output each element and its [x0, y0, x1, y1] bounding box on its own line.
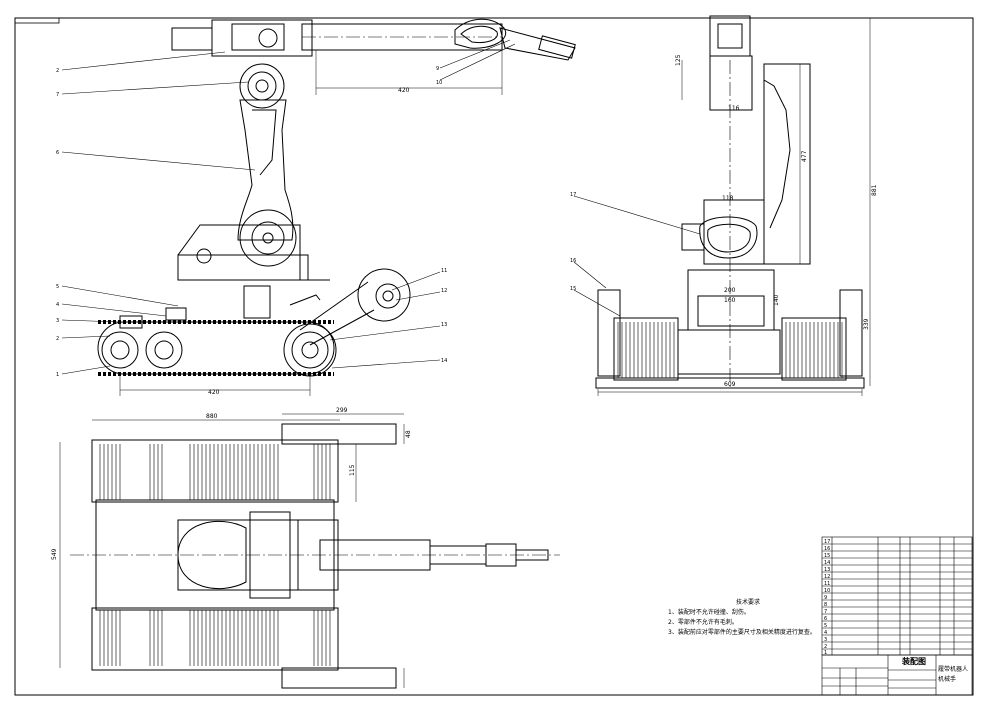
product-name: 履带机器人: [938, 665, 968, 673]
bom-row-number: 1: [824, 650, 827, 656]
dim-front-gauge: 200: [724, 287, 736, 294]
bom-row-number: 5: [824, 623, 827, 629]
front-track-treads: [617, 322, 843, 378]
dim-plan-front: 299: [336, 407, 348, 414]
bom-item-numbers: 17 16 15 14 13 12 11 10 9 8 7 6 5 4 3 2 …: [824, 539, 830, 656]
callout-label: 14: [441, 358, 447, 364]
callout-label: 13: [441, 322, 447, 328]
tech-requirement-item: 3、装配前应对零部件的主要尺寸及相关精度进行复查。: [668, 628, 816, 636]
parts-list-table: [821, 536, 973, 656]
bom-row-number: 8: [824, 602, 827, 608]
callout-label: 15: [570, 286, 576, 292]
callout-label: 3: [56, 318, 59, 324]
callout-label: 2: [56, 336, 59, 342]
drawing-title: 装配图: [901, 656, 926, 666]
dim-front-body: 339: [863, 318, 870, 330]
bom-row-number: 16: [824, 546, 830, 552]
dim-front-height: 881: [871, 184, 878, 196]
tech-requirement-item: 1、装配时不允许碰撞、刮伤。: [668, 608, 750, 616]
bom-row-number: 9: [824, 595, 827, 601]
callout-label: 6: [56, 150, 59, 156]
bom-row-number: 2: [824, 644, 827, 650]
bom-row-number: 6: [824, 616, 827, 622]
callout-label: 2: [56, 68, 59, 74]
callout-label: 10: [436, 80, 442, 86]
callout-label: 11: [441, 268, 447, 274]
drawing-border: [14, 17, 974, 696]
callout-label: 12: [441, 288, 447, 294]
callout-label: 5: [56, 284, 59, 290]
front-view: [573, 15, 871, 396]
callout-label: 16: [570, 258, 576, 264]
callout-label: 17: [570, 192, 576, 198]
bom-row-number: 10: [824, 588, 830, 594]
tech-requirements-heading: 技术要求: [736, 598, 760, 606]
callout-label: 4: [56, 302, 59, 308]
bom-row-number: 4: [824, 630, 827, 636]
dim-plan-width: 549: [51, 548, 58, 560]
bom-row-number: 12: [824, 574, 830, 580]
tech-requirement-item: 2、零部件不允许有毛刺。: [668, 618, 738, 626]
bom-row-number: 7: [824, 609, 827, 615]
side-view: [61, 18, 576, 396]
plan-view: [59, 413, 560, 689]
product-subtitle: 机械手: [938, 675, 956, 683]
dim-plan-length: 880: [206, 413, 218, 420]
bom-row-number: 3: [824, 637, 827, 643]
bom-row-number: 11: [824, 581, 830, 587]
bom-row-number: 13: [824, 567, 830, 573]
callout-label: 7: [56, 92, 59, 98]
dim-front-inner: 160: [724, 297, 736, 304]
dim-side-arm: 420: [398, 87, 410, 94]
dim-plan-track: 115: [349, 464, 356, 476]
dim-plan-end: 48: [405, 430, 412, 438]
bom-row-number: 17: [824, 539, 830, 545]
dim-front-small: 125: [675, 54, 682, 66]
dim-front-side: 140: [773, 294, 780, 306]
bom-row-number: 15: [824, 553, 830, 559]
corner-tab: [14, 17, 60, 24]
dim-front-arm: 477: [801, 150, 808, 162]
plan-track-treads: [99, 444, 331, 666]
title-block: [821, 654, 973, 696]
bom-row-number: 14: [824, 560, 830, 566]
callout-label: 9: [436, 66, 439, 72]
dim-front-width: 609: [724, 381, 736, 388]
dim-front-mid: 118: [722, 195, 734, 202]
callout-label: 1: [56, 372, 59, 378]
dim-side-track: 420: [208, 389, 220, 396]
dim-front-top: 116: [728, 105, 740, 112]
